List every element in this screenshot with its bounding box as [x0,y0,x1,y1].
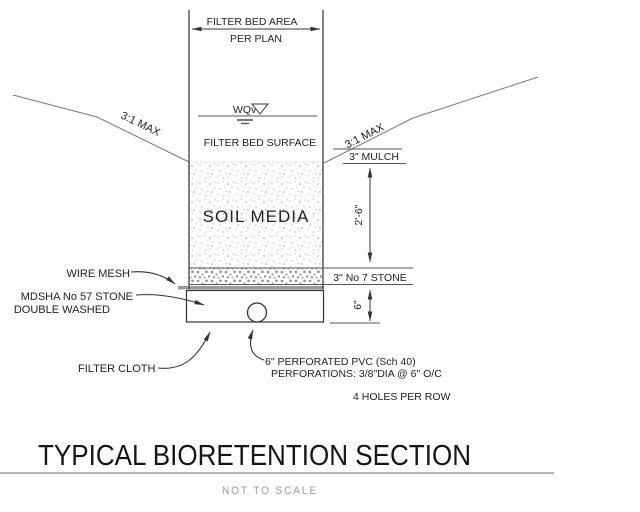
mdsha-stone-leader [135,294,205,306]
wire-mesh-bar [178,286,324,290]
pvc-leader [247,329,265,361]
wire-mesh-label: WIRE MESH [66,268,130,280]
pvc-pipe-label: 6" PERFORATED PVC (Sch 40) [265,356,416,368]
filter-bed-surface-label: FILTER BED SURFACE [204,137,316,149]
left-callouts: WIRE MESH MDSHA No 57 STONE DOUBLE WASHE… [14,268,211,375]
water-quality-symbol: WQv FILTER BED SURFACE [198,103,317,149]
ground-profile: 3:1 MAX 3:1 MAX [12,76,539,164]
filter-bed-area-label: FILTER BED AREA [207,16,298,28]
right-dimension-stack: 3" MULCH 2'-6" 3" No 7 STONE 6" [333,151,407,322]
filter-bed-area-dimension: FILTER BED AREA PER PLAN [191,16,321,45]
pvc-callout: 6" PERFORATED PVC (Sch 40) PERFORATIONS:… [247,329,451,403]
stone-depth-label: 6" [352,300,364,310]
mulch-label: 3" MULCH [349,151,399,163]
scale-note: NOT TO SCALE [222,485,318,497]
slope-label-left: 3:1 MAX [119,110,163,140]
soil-depth-label: 2'-6" [353,204,365,225]
pvc-pipe-circle [246,302,268,323]
slope-label-right: 3:1 MAX [343,121,387,151]
drawing-title: TYPICAL BIORETENTION SECTION [38,440,471,472]
water-surface-triangle-icon [250,103,270,115]
filter-cloth-leader [157,331,211,369]
mdsha-stone-label-line2: DOUBLE WASHED [14,304,110,316]
wire-mesh-leader [130,271,176,285]
pvc-perforations-label: PERFORATIONS: 3/8"DIA @ 6" O/C [271,368,442,380]
title-block: TYPICAL BIORETENTION SECTION NOT TO SCAL… [0,440,554,497]
section-outlines [188,10,413,324]
no7-stone-label: 3" No 7 STONE [333,272,407,284]
mdsha-stone-label-line1: MDSHA No 57 STONE [21,291,133,303]
per-plan-label: PER PLAN [230,33,282,45]
holes-per-row-label: 4 HOLES PER ROW [353,391,451,403]
ground-line-right [323,76,539,164]
wqv-label: WQv [233,104,257,116]
material-layers [178,161,325,323]
filter-cloth-label: FILTER CLOTH [78,363,155,375]
soil-media-label: SOIL MEDIA [203,207,310,226]
ground-line-left [12,94,190,163]
no7-stone-fill [189,268,323,285]
